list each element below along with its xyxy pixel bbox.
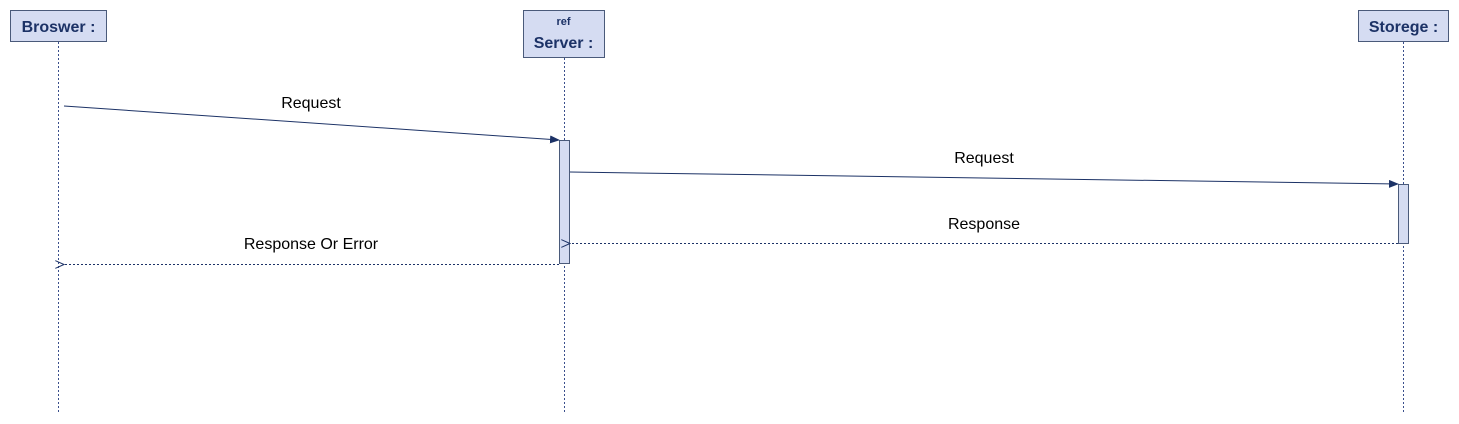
message-server-to-browser[interactable]: Response Or Error bbox=[64, 236, 559, 265]
lifeline-storage-header[interactable] bbox=[1358, 10, 1449, 42]
lifeline-storage-label: Storege : bbox=[1369, 19, 1438, 36]
lifeline-server-stereotype: ref bbox=[556, 16, 570, 28]
lifeline-browser-label: Broswer : bbox=[22, 19, 96, 36]
lifeline-server-header[interactable] bbox=[523, 10, 605, 58]
activation-storage[interactable] bbox=[1398, 184, 1409, 244]
message-browser-to-server-label: Request bbox=[281, 95, 341, 112]
message-browser-to-server[interactable]: Request bbox=[63, 95, 560, 144]
message-server-to-storage[interactable]: Request bbox=[569, 150, 1399, 188]
message-browser-to-server-arrow[interactable] bbox=[63, 105, 560, 144]
message-server-to-browser-label: Response Or Error bbox=[244, 236, 379, 253]
lifeline-browser-header[interactable] bbox=[10, 10, 107, 42]
message-server-to-storage-arrow[interactable] bbox=[569, 171, 1399, 188]
message-server-to-storage-label: Request bbox=[954, 150, 1014, 167]
lifeline-server-label: Server : bbox=[534, 35, 594, 52]
activation-server[interactable] bbox=[559, 140, 570, 264]
message-storage-to-server-label: Response bbox=[948, 216, 1020, 233]
lifeline-server: ref Server : bbox=[523, 10, 605, 414]
message-storage-to-server[interactable]: Response bbox=[570, 216, 1398, 244]
lifeline-browser: Broswer : bbox=[10, 10, 107, 414]
lifeline-storage: Storege : bbox=[1358, 10, 1449, 414]
